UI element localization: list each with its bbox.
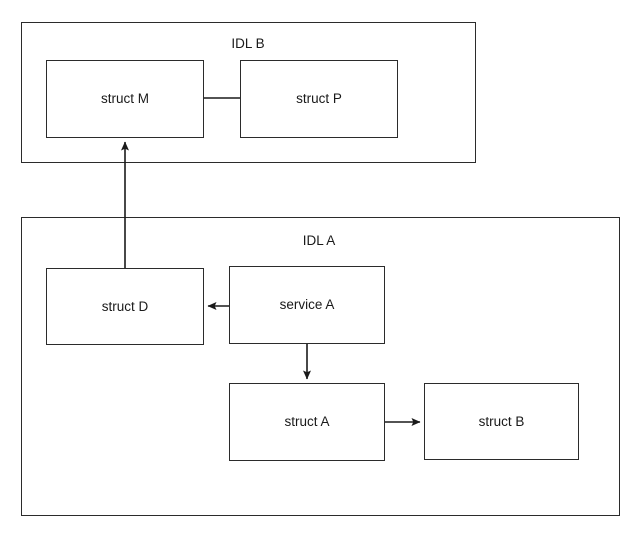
- node-struct-m[interactable]: struct M: [46, 60, 204, 138]
- node-label-struct-a: struct A: [284, 414, 330, 429]
- container-idl-b[interactable]: [21, 22, 476, 163]
- node-service-a[interactable]: service A: [229, 266, 385, 344]
- node-struct-a[interactable]: struct A: [229, 383, 385, 461]
- container-idl-a[interactable]: [21, 217, 620, 516]
- node-label-struct-b: struct B: [478, 413, 525, 429]
- node-label-service-a: service A: [279, 297, 335, 312]
- node-struct-b[interactable]: struct B: [424, 383, 579, 460]
- container-label-idl-a: IDL A: [302, 233, 336, 248]
- node-struct-p[interactable]: struct P: [240, 60, 398, 138]
- node-label-struct-d: struct D: [101, 298, 149, 314]
- node-struct-d[interactable]: struct D: [46, 268, 204, 345]
- container-label-idl-b: IDL B: [231, 36, 265, 51]
- node-label-struct-p: struct P: [296, 91, 342, 106]
- node-label-struct-m: struct M: [100, 91, 149, 106]
